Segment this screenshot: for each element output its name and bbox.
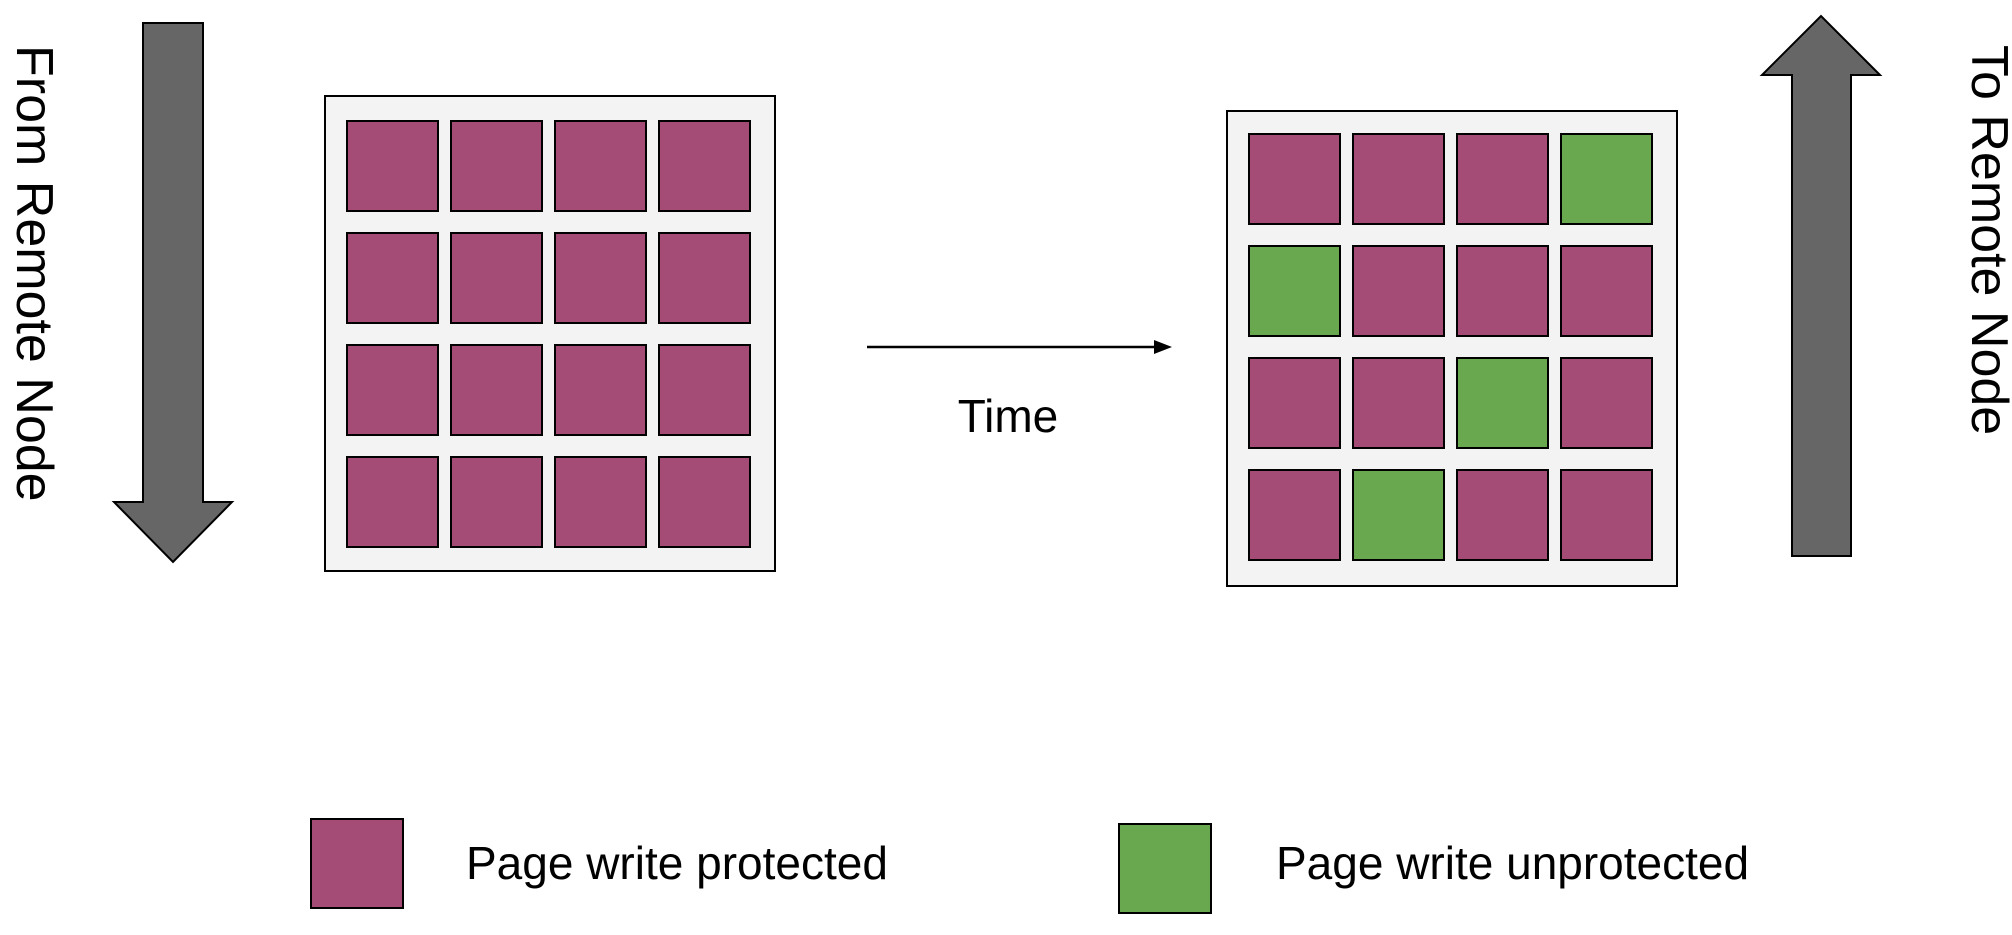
time-arrow: Time — [867, 340, 1172, 442]
legend-item-protected: Page write protected — [310, 818, 888, 909]
page-cell-protected — [554, 344, 647, 436]
page-cell-protected — [346, 232, 439, 324]
time-label: Time — [958, 390, 1059, 442]
memory-grid-before — [324, 95, 776, 572]
time-arrow-head-icon — [1154, 340, 1172, 354]
page-cell-protected — [450, 120, 543, 212]
to-remote-arrow-icon — [1759, 14, 1883, 557]
page-cell-protected — [1352, 133, 1445, 225]
page-cell-protected — [1560, 245, 1653, 337]
page-cells-after — [1248, 133, 1653, 561]
from-remote-arrow-icon — [111, 22, 235, 564]
page-cell-protected — [658, 456, 751, 548]
page-cell-protected — [658, 120, 751, 212]
page-cell-protected — [346, 120, 439, 212]
page-cell-protected — [450, 344, 543, 436]
page-cell-unprotected — [1560, 133, 1653, 225]
page-cell-protected — [554, 120, 647, 212]
page-cells-before — [346, 120, 751, 548]
page-cell-protected — [1456, 469, 1549, 561]
page-cell-protected — [450, 456, 543, 548]
legend: Page write protected Page write unprotec… — [310, 818, 1749, 914]
page-cell-protected — [346, 344, 439, 436]
page-cell-protected — [1352, 357, 1445, 449]
page-cell-protected — [1456, 245, 1549, 337]
legend-label-unprotected: Page write unprotected — [1276, 837, 1749, 889]
page-cell-protected — [1560, 357, 1653, 449]
page-cell-protected — [1560, 469, 1653, 561]
page-cell-protected — [1456, 133, 1549, 225]
page-cell-protected — [658, 344, 751, 436]
to-remote-node-label: To Remote Node — [1960, 45, 2012, 435]
page-cell-protected — [1352, 245, 1445, 337]
page-cell-protected — [1248, 469, 1341, 561]
legend-swatch-protected — [310, 818, 404, 909]
memory-grid-after — [1226, 110, 1678, 587]
from-remote-node-label: From Remote Node — [5, 45, 63, 502]
page-cell-protected — [1248, 133, 1341, 225]
page-cell-unprotected — [1456, 357, 1549, 449]
legend-swatch-unprotected — [1118, 823, 1212, 914]
page-cell-protected — [1248, 357, 1341, 449]
page-cell-protected — [658, 232, 751, 324]
page-cell-protected — [554, 456, 647, 548]
legend-label-protected: Page write protected — [466, 837, 888, 889]
page-cell-protected — [450, 232, 543, 324]
page-cell-protected — [346, 456, 439, 548]
page-cell-unprotected — [1352, 469, 1445, 561]
page-cell-protected — [554, 232, 647, 324]
legend-item-unprotected: Page write unprotected — [1118, 823, 1749, 914]
page-cell-unprotected — [1248, 245, 1341, 337]
